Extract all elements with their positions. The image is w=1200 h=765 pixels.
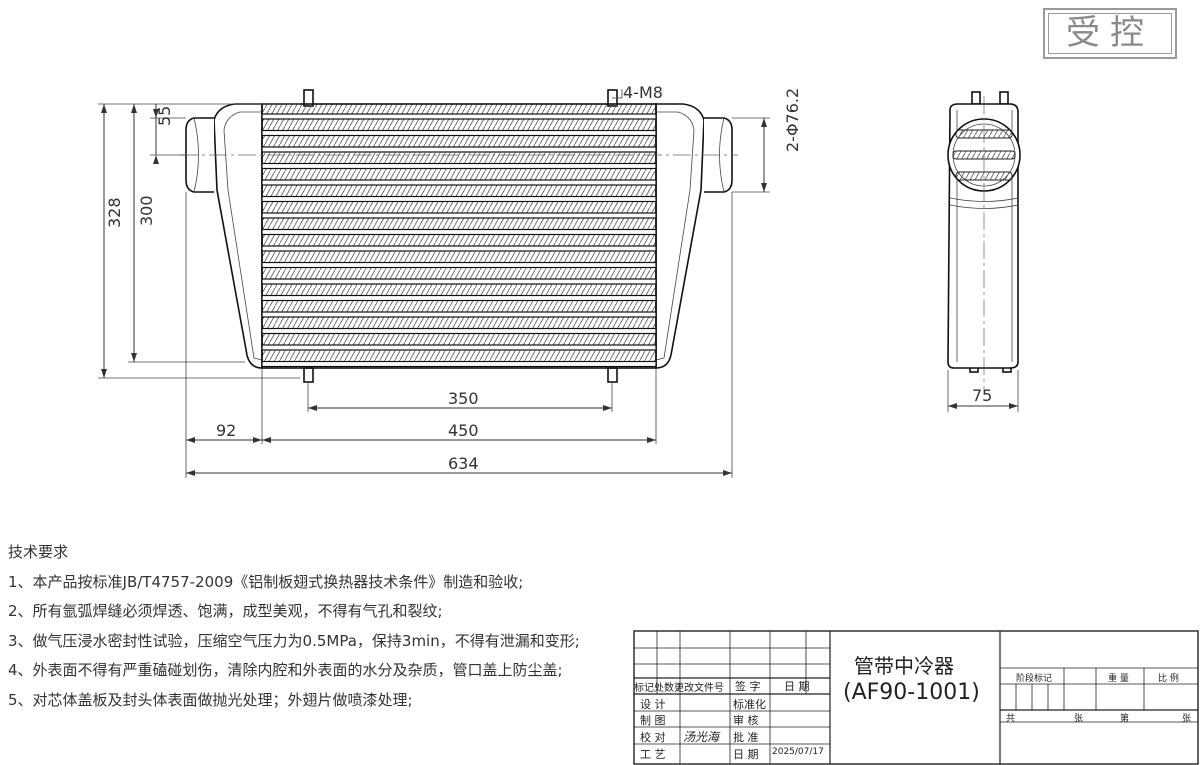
rev-header: 标记处数更改文件号	[634, 683, 724, 694]
core-tubes	[261, 113, 657, 368]
drawing-name: 管带中冷器	[854, 654, 954, 678]
total-label: 共	[1006, 714, 1016, 724]
note-item-5: 5、对芯体盖板及封头体表面做抛光处理；外翅片做喷漆处理;	[8, 690, 413, 709]
row-check-label: 校 对	[640, 731, 666, 744]
core-tube	[261, 146, 657, 153]
drawing-date: 2025/07/17	[772, 747, 824, 757]
dim-634: 634	[448, 454, 479, 473]
dim-92: 92	[216, 421, 236, 440]
side-view: 75	[947, 91, 1021, 412]
stamp-text: 受控	[1066, 13, 1154, 53]
note-item-1: 1、本产品按标准JB/T4757-2009《铝制板翅式换热器技术条件》制造和验收…	[8, 572, 524, 591]
core-tube	[261, 245, 657, 252]
core-tube	[261, 311, 657, 318]
left-end-tank	[213, 103, 263, 369]
dim-75: 75	[972, 386, 992, 405]
bolt-bottom-right	[607, 367, 618, 383]
note-item-3: 3、做气压浸水密封性试验，压缩空气压力为0.5MPa，保持3min，不得有泄漏和…	[8, 631, 580, 650]
row-date-label: 日 期	[733, 748, 759, 761]
dim-300: 300	[137, 195, 156, 226]
core-tube	[261, 294, 657, 302]
notes-title: 技术要求	[8, 543, 69, 561]
note-item-2: 2、所有氩弧焊缝必须焊透、饱满，成型美观，不得有气孔和裂纹;	[8, 602, 443, 620]
row-standard-label: 标准化	[733, 698, 766, 711]
dim-bolt-holes: 4-M8	[623, 83, 663, 102]
row-review-label: 审 核	[733, 714, 759, 727]
row-approve-label: 批 准	[733, 731, 759, 744]
controlled-stamp: 受控	[1043, 8, 1177, 59]
core-tube	[261, 261, 657, 269]
core-tube	[261, 129, 657, 137]
front-view	[180, 89, 738, 383]
core-tube	[261, 179, 657, 186]
dim-450: 450	[448, 421, 479, 440]
core-tube	[261, 228, 657, 236]
bolt-bottom-left	[303, 367, 314, 383]
core-tube	[261, 162, 657, 170]
note-item-4: 4、外表面不得有严重磕碰划伤，清除内腔和外表面的水分及杂质，管口盖上防尘盖;	[8, 661, 563, 679]
dim-inlet-diameter: 2-Φ76.2	[783, 88, 802, 152]
core-tube	[261, 344, 657, 351]
sheets-label: 张	[1074, 714, 1084, 724]
core-tube	[261, 327, 657, 335]
sheet-label: 张	[1182, 714, 1192, 724]
dim-55: 55	[155, 106, 174, 126]
date-header: 日 期	[784, 680, 810, 693]
sheet-no-label: 第	[1120, 714, 1130, 724]
core-tube	[261, 278, 657, 285]
core-tube	[261, 212, 657, 219]
right-end-tank	[655, 103, 705, 369]
stage-label: 阶段标记	[1016, 674, 1053, 684]
dim-350: 350	[448, 389, 479, 408]
sign-header: 签 字	[735, 680, 761, 693]
technical-notes: 技术要求 1、本产品按标准JB/T4757-2009《铝制板翅式换热器技术条件》…	[8, 538, 580, 715]
core-tube	[261, 360, 657, 368]
row-design-label: 设 计	[640, 698, 666, 711]
drawing-code: (AF90-1001)	[843, 680, 980, 705]
checker-signature: 汤光海	[683, 730, 720, 744]
core-tube	[261, 195, 657, 203]
scale-label: 比 例	[1158, 674, 1179, 684]
row-drawing-label: 制 图	[640, 714, 666, 727]
row-process-label: 工 艺	[640, 748, 666, 761]
weight-label: 重 量	[1108, 674, 1129, 684]
dimension-lines: 328 300 55 4-M8 2-Φ76.2 350 92 450 634	[98, 83, 802, 478]
dim-328: 328	[105, 197, 124, 228]
core-tube	[261, 113, 657, 120]
title-block	[633, 630, 1199, 765]
